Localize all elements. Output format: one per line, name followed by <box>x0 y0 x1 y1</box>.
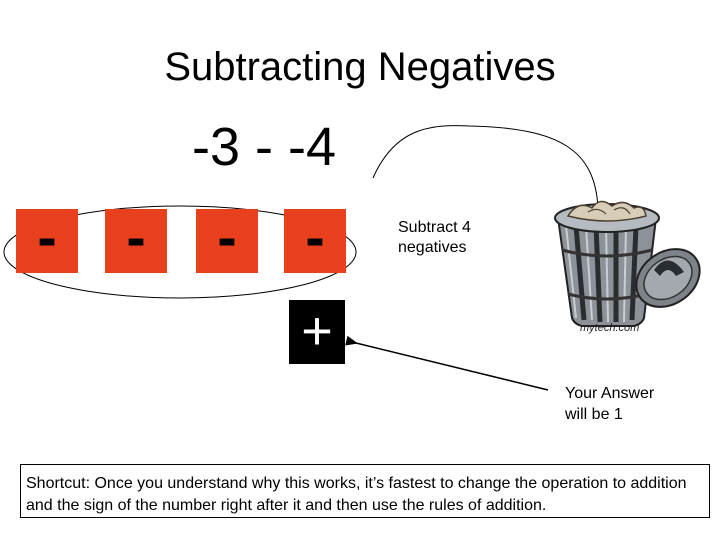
math-expression: -3 - -4 <box>192 117 337 177</box>
negative-tile: - <box>16 209 78 273</box>
trash-connector-curve <box>372 125 599 209</box>
answer-note-line: will be 1 <box>565 406 623 423</box>
answer-note-line: Your Answer <box>565 385 655 402</box>
negative-tile: - <box>196 209 258 273</box>
subtract-note: Subtract 4 negatives <box>398 218 471 258</box>
negative-tile: - <box>105 209 167 273</box>
negative-tile: - <box>284 209 346 273</box>
subtract-note-line: negatives <box>398 239 467 256</box>
trash-can-icon <box>554 200 701 327</box>
negatives-group-ellipse <box>3 205 357 299</box>
slide-title: Subtracting Negatives <box>164 45 556 89</box>
positive-tile: + <box>289 300 345 364</box>
shortcut-text: Shortcut: Once you understand why this w… <box>26 475 687 514</box>
answer-arrow <box>345 335 549 391</box>
shortcut-box: Shortcut: Once you understand why this w… <box>20 464 710 518</box>
watermark-text: mytech.com <box>580 322 640 334</box>
answer-note: Your Answer will be 1 <box>565 383 654 425</box>
subtract-note-line: Subtract 4 <box>398 219 471 236</box>
